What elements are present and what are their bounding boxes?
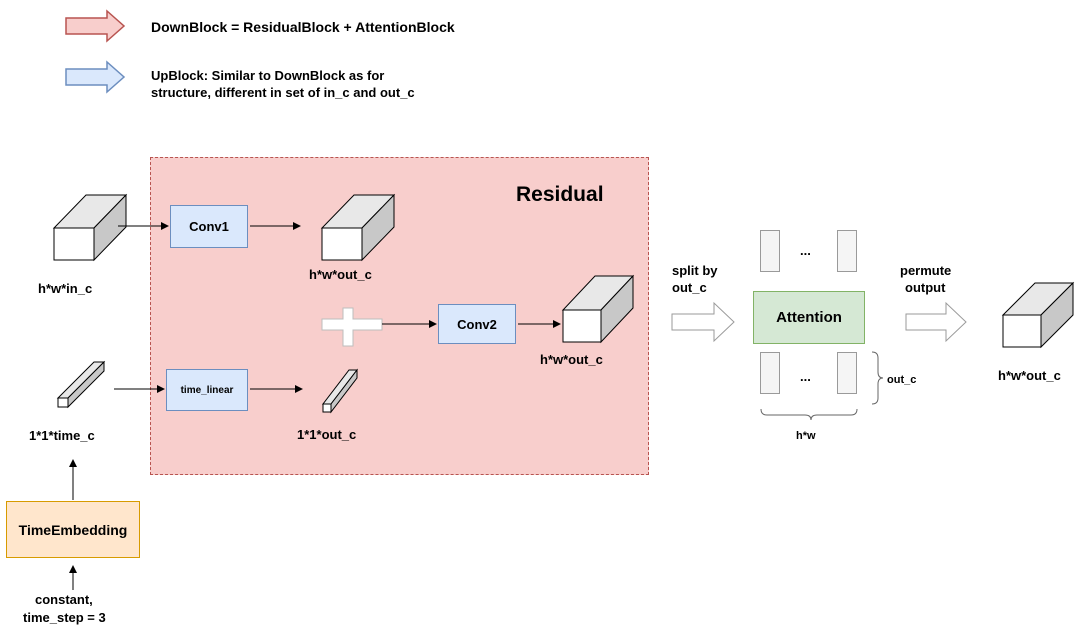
constant-line1: constant, <box>35 592 93 607</box>
conv2-box: Conv2 <box>438 304 516 344</box>
time-linear-box: time_linear <box>166 369 248 411</box>
out-c-brace <box>871 351 884 405</box>
permute-label-line1: permute <box>900 263 952 278</box>
add-plus-icon <box>321 307 383 347</box>
conv1-box: Conv1 <box>170 205 248 248</box>
downblock-arrow-icon <box>65 9 126 43</box>
input-label: h*w*in_c <box>38 281 93 296</box>
split-label-line2: out_c <box>672 280 707 295</box>
attention-bar-top-left <box>760 230 780 272</box>
attention-bar-top-right <box>837 230 857 272</box>
attention-bar-bottom-right <box>837 352 857 394</box>
split-arrow-icon <box>671 301 735 343</box>
upblock-legend-line2: structure, different in set of in_c and … <box>151 85 415 100</box>
attention-bar-bottom-left <box>760 352 780 394</box>
conv1-output-cube-icon <box>320 193 396 262</box>
final-output-cube-icon <box>1001 281 1075 349</box>
hw-brace-label: h*w <box>796 430 816 442</box>
permute-arrow-icon <box>905 301 967 343</box>
upblock-legend-line1: UpBlock: Similar to DownBlock as for <box>151 68 385 83</box>
time-embedding-box: TimeEmbedding <box>6 501 140 558</box>
time-linear-output-label: 1*1*out_c <box>297 427 357 442</box>
hw-brace <box>760 408 858 421</box>
constant-line2: time_step = 3 <box>23 610 106 625</box>
attention-ellipsis-bottom: ... <box>800 369 811 384</box>
conv2-output-label: h*w*out_c <box>540 352 603 367</box>
attention-ellipsis-top: ... <box>800 243 811 258</box>
upblock-arrow-icon <box>65 60 126 94</box>
out-c-brace-label: out_c <box>887 374 917 386</box>
time-input-label: 1*1*time_c <box>29 428 95 443</box>
residual-title: Residual <box>516 183 604 206</box>
time-linear-output-bar-icon <box>321 368 359 414</box>
permute-label-line2: output <box>905 280 946 295</box>
conv1-output-label: h*w*out_c <box>309 267 372 282</box>
final-output-label: h*w*out_c <box>998 368 1061 383</box>
conv2-output-cube-icon <box>561 274 635 344</box>
time-bar-icon <box>56 360 106 409</box>
downblock-legend-text: DownBlock = ResidualBlock + AttentionBlo… <box>151 19 455 35</box>
attention-box: Attention <box>753 291 865 344</box>
split-label-line1: split by <box>672 263 718 278</box>
input-cube-icon <box>52 193 128 262</box>
